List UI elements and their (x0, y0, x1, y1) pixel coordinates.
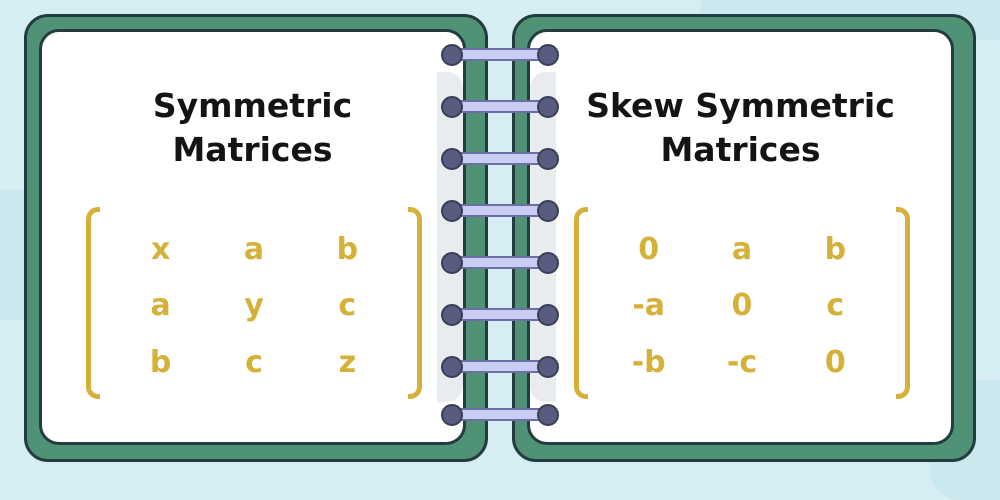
matrix-cell-r1c1: x (150, 231, 171, 267)
skew-symmetric-matrix: 0 a b -a 0 c -b -c 0 (574, 207, 910, 405)
matrix-open-bracket-icon (574, 207, 588, 399)
spiral-binding-ring-icon (441, 252, 559, 274)
matrix-cell-r3c3: z (338, 345, 357, 381)
skew-symmetric-matrices-title: Skew Symmetric Matrices (530, 84, 951, 172)
matrix-cell-r2c3: c (338, 288, 357, 324)
spiral-binding-ring-icon (441, 404, 559, 426)
spiral-binding-ring-icon (441, 96, 559, 118)
matrix-close-bracket-icon (896, 207, 910, 399)
matrix-open-bracket-icon (86, 207, 100, 399)
matrix-cell-r3c1: -b (631, 345, 666, 381)
notebook-right-cover: Skew Symmetric Matrices 0 a b -a 0 c -b … (512, 14, 976, 462)
matrix-cell-r1c2: a (731, 231, 753, 267)
symmetric-matrices-title: Symmetric Matrices (42, 84, 463, 172)
matrix-cell-r1c2: a (243, 231, 265, 267)
matrix-cell-r3c2: c (245, 345, 263, 381)
matrix-cell-r1c1: 0 (638, 231, 660, 267)
matrix-cell-r2c2: 0 (731, 288, 753, 324)
title-line: Matrices (660, 130, 821, 169)
matrix-cell-r3c2: -c (726, 345, 758, 381)
page-spine-shadow (530, 72, 556, 402)
matrix-cell-r2c1: a (150, 288, 171, 324)
matrix-cell-r2c2: y (244, 288, 264, 324)
spiral-binding-ring-icon (441, 304, 559, 326)
matrix-cell-r2c1: -a (632, 288, 666, 324)
spiral-binding-ring-icon (441, 44, 559, 66)
matrix-cell-r3c1: b (149, 345, 172, 381)
matrix-cell-r3c3: 0 (824, 345, 846, 381)
spiral-binding-ring-icon (441, 200, 559, 222)
symmetric-matrix: x a b a y c b c z (86, 207, 422, 405)
page-spine-shadow (437, 72, 463, 402)
matrix-cells: x a b a y c b c z (114, 221, 394, 391)
notebook-left-page: Symmetric Matrices x a b a y c b c z (39, 29, 466, 445)
title-line: Skew Symmetric (586, 86, 895, 125)
spiral-binding-ring-icon (441, 148, 559, 170)
matrix-cell-r1c3: b (824, 231, 847, 267)
matrix-close-bracket-icon (408, 207, 422, 399)
notebook-left-cover: Symmetric Matrices x a b a y c b c z (24, 14, 488, 462)
title-line: Matrices (172, 130, 333, 169)
matrix-cell-r1c3: b (336, 231, 359, 267)
title-line: Symmetric (152, 86, 353, 125)
matrix-cells: 0 a b -a 0 c -b -c 0 (602, 221, 882, 391)
notebook-right-page: Skew Symmetric Matrices 0 a b -a 0 c -b … (527, 29, 954, 445)
spiral-binding-ring-icon (441, 356, 559, 378)
matrix-cell-r2c3: c (826, 288, 845, 324)
